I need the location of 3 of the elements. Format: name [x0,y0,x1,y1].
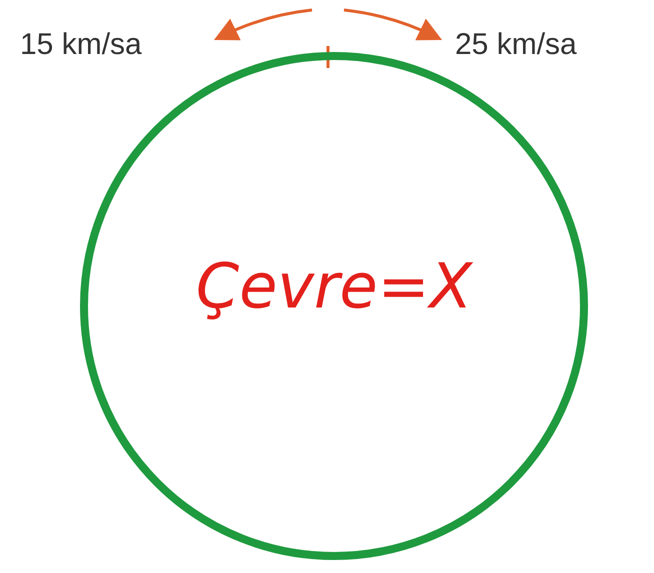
speed-label: 25 km/sa [455,28,577,62]
circumference-label: Çevre=X [196,250,472,323]
speed-label: 15 km/sa [20,28,142,62]
